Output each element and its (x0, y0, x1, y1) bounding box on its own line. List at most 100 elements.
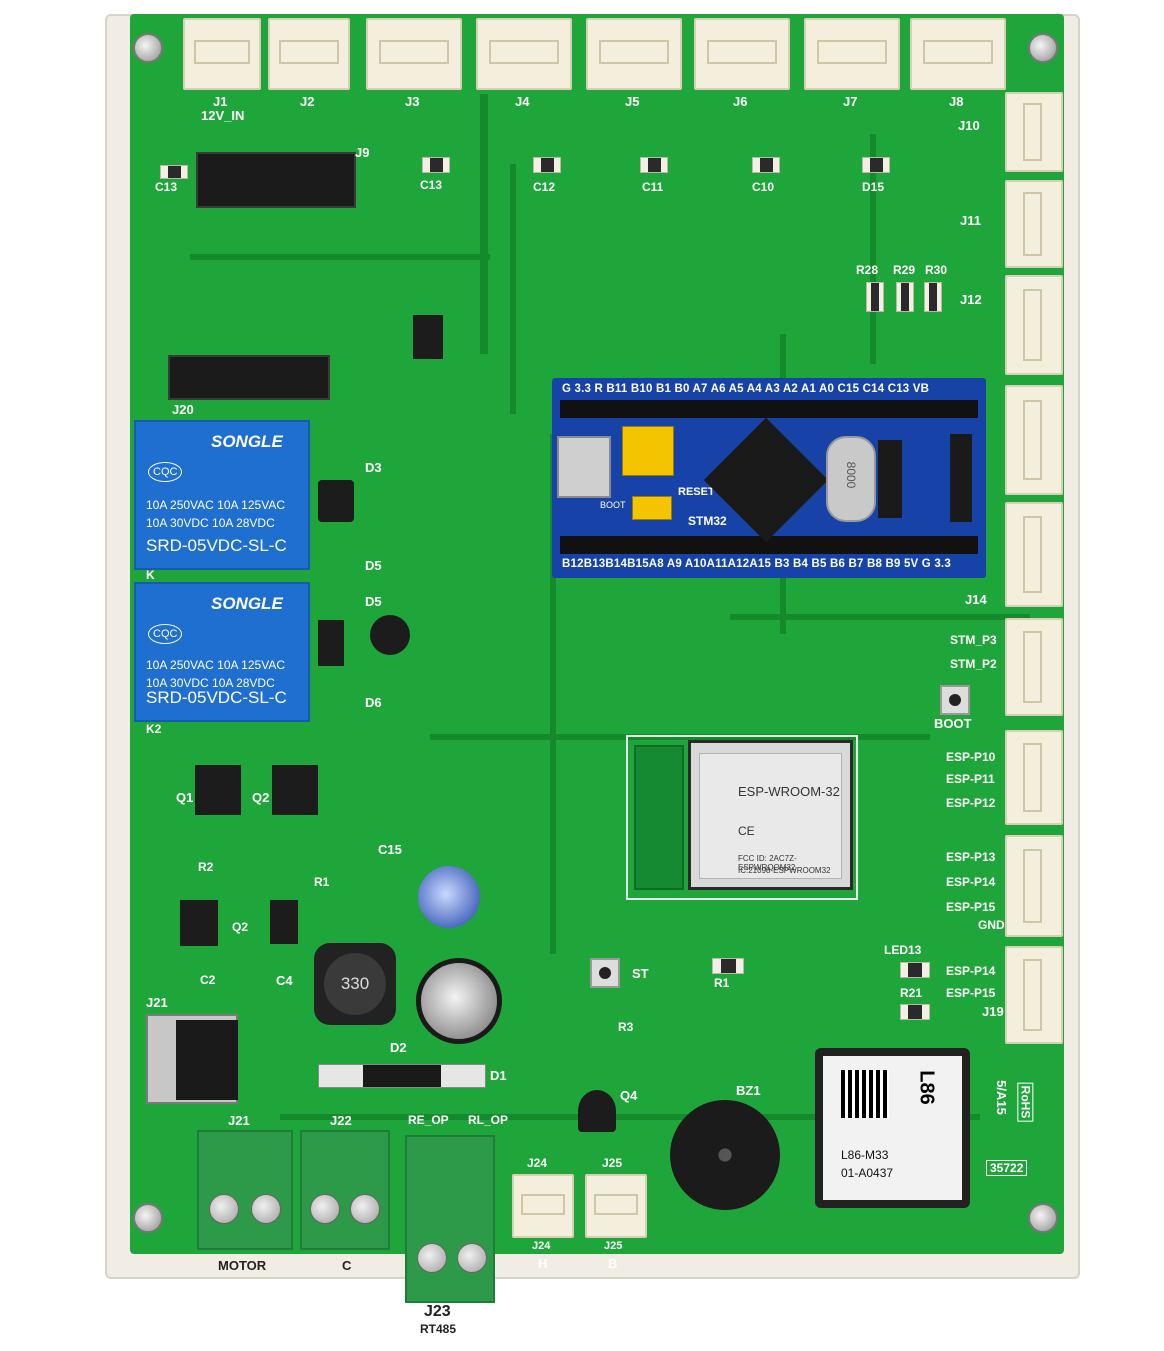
connector-j6 (694, 18, 790, 90)
label-motor: MOTOR (218, 1258, 267, 1273)
label-r1: R1 (314, 875, 330, 889)
screw-icon[interactable] (310, 1194, 340, 1224)
terminal-rt485[interactable] (405, 1135, 495, 1303)
label-gnd: GND (978, 918, 1005, 932)
label-re-op: RE_OP (408, 1113, 449, 1127)
label-esp-p14-b: ESP-P14 (946, 964, 996, 978)
board-code: 35722 (986, 1160, 1028, 1176)
connector-j7 (804, 18, 900, 90)
transistor-icon (370, 615, 410, 655)
st-button[interactable] (590, 958, 620, 988)
diode-icon (270, 900, 298, 944)
stm32-label: STM32 (688, 514, 727, 528)
label-c15: C15 (378, 842, 402, 857)
qr-code-icon (841, 1070, 889, 1118)
j1-note: 12V_IN (201, 108, 245, 123)
label-j9: J9 (355, 145, 370, 160)
label-bz1: BZ1 (736, 1083, 761, 1098)
connector-j19 (1005, 946, 1063, 1044)
screw-icon[interactable] (417, 1243, 447, 1273)
label-esp-p15-b: ESP-P15 (946, 986, 996, 1000)
label-esp-p12: ESP-P12 (946, 796, 996, 810)
label-c11: C11 (642, 180, 664, 194)
relay-model: SRD-05VDC-SL-C (146, 536, 287, 555)
connector-j1 (183, 18, 261, 90)
stm32-top-header (560, 400, 978, 418)
connector-j13 (1005, 385, 1063, 495)
connector-j24 (512, 1174, 574, 1238)
label-b: B (608, 1256, 618, 1271)
resistor-r29 (896, 282, 914, 312)
connector-j10 (1005, 92, 1063, 172)
esp32-outline (626, 735, 858, 900)
header-j20 (168, 355, 330, 400)
resistor-r21 (900, 1004, 930, 1020)
label-d1: D1 (490, 1068, 507, 1083)
crystal-icon: 8000 (826, 436, 876, 522)
usb-port-icon (557, 436, 611, 498)
connector-j12 (1005, 275, 1063, 375)
label-r30: R30 (925, 263, 948, 277)
capacitor-icon (416, 958, 502, 1044)
cap-c13 (422, 157, 450, 173)
label-d3: D3 (365, 460, 382, 475)
screw-icon[interactable] (209, 1194, 239, 1224)
board-version: 5/A15 (993, 1080, 1009, 1115)
label-d5: D5 (365, 558, 382, 573)
cap-c13-left (160, 165, 188, 179)
label-q4: Q4 (620, 1088, 638, 1103)
terminal-c[interactable] (300, 1130, 390, 1250)
ce-mark: CE (738, 824, 755, 838)
diode-d15 (862, 157, 890, 173)
label-boot: BOOT (934, 716, 972, 731)
cap-c11 (640, 157, 668, 173)
esp32-name: ESP-WROOM-32 (738, 784, 840, 799)
mount-hole-icon (1028, 33, 1058, 63)
reset-label: RESET (678, 486, 715, 498)
screw-icon[interactable] (457, 1243, 487, 1273)
label-j24: J24 (527, 1156, 548, 1170)
relay-brand: SONGLE (211, 594, 283, 613)
label-h: H (538, 1256, 548, 1271)
reset-button[interactable] (632, 496, 672, 520)
label-c13: C13 (420, 178, 443, 192)
label-q2: Q2 (252, 790, 270, 805)
label-j11: J11 (960, 213, 981, 228)
connector-j5 (586, 18, 682, 90)
label-j10: J10 (958, 118, 980, 133)
relay-cert: CQC (148, 462, 183, 482)
label-j4: J4 (515, 94, 530, 109)
label-c: C (342, 1258, 352, 1273)
diode-icon (363, 1065, 441, 1087)
label-stm-p3: STM_P3 (950, 633, 997, 647)
header-j9 (196, 152, 356, 208)
label-esp-p15: ESP-P15 (946, 900, 996, 914)
boot-button[interactable] (940, 685, 970, 715)
label-rt485: RT485 (420, 1322, 457, 1336)
screw-icon[interactable] (251, 1194, 281, 1224)
terminal-motor[interactable] (197, 1130, 293, 1250)
label-r3: R3 (618, 1020, 634, 1034)
label-j5: J5 (625, 94, 640, 109)
label-j22: J22 (330, 1113, 352, 1128)
screw-icon[interactable] (350, 1194, 380, 1224)
label-d5-b: D5 (365, 594, 382, 609)
label-esp-p14: ESP-P14 (946, 875, 996, 889)
crystal-text: 8000 (844, 461, 858, 489)
mount-hole-icon (133, 1203, 163, 1233)
relay-spec-1: 10A 250VAC 10A 125VAC (146, 498, 285, 512)
label-d15: D15 (862, 180, 885, 194)
transistor-icon (578, 1090, 616, 1132)
label-c2: C2 (200, 973, 216, 987)
swd-header (950, 434, 972, 522)
label-rl-op: RL_OP (468, 1113, 509, 1127)
connector-j2 (268, 18, 350, 90)
relay-k2: SONGLE CQC 10A 250VAC 10A 125VAC 10A 30V… (134, 582, 310, 722)
regulator-q2 (180, 900, 218, 946)
resistor-r30 (924, 282, 942, 312)
inductor-icon: 330 (314, 943, 396, 1025)
label-r28: R28 (856, 263, 879, 277)
gps-mark: L86 (915, 1070, 938, 1105)
relay-cert: CQC (148, 624, 183, 644)
label-j6: J6 (733, 94, 748, 109)
